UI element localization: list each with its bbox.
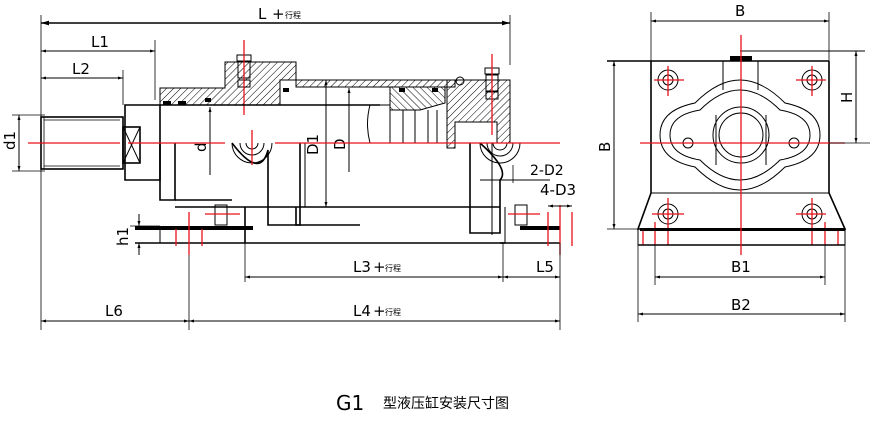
dim-L1-label: L1 bbox=[91, 33, 109, 51]
cylinder-barrel bbox=[160, 76, 500, 208]
dim-B-top: B bbox=[650, 2, 830, 62]
dim-2-D2: 2-D2 bbox=[480, 163, 564, 183]
rear-cap bbox=[446, 54, 511, 149]
dim-L6-label: L6 bbox=[105, 302, 123, 320]
dim-B1-label: B1 bbox=[731, 258, 751, 276]
dim-B-side: B bbox=[596, 61, 640, 230]
caption-model: G1 bbox=[336, 391, 364, 415]
dim-h1: h1 bbox=[114, 214, 160, 255]
dim-D1-label: D1 bbox=[304, 134, 322, 155]
end-view: B bbox=[596, 2, 870, 322]
dim-D-label: D bbox=[331, 138, 349, 150]
dim-L3-plus: + bbox=[373, 258, 386, 276]
dim-L4-plus: + bbox=[373, 302, 386, 320]
dim-L3-label: L3 bbox=[353, 258, 371, 276]
cylinder-head bbox=[159, 61, 297, 106]
dim-B2-label: B2 bbox=[731, 296, 751, 314]
side-view: L + 行程 L1 L2 d1 bbox=[1, 5, 576, 330]
dim-L5: L5 bbox=[503, 243, 561, 330]
dim-B-top-label: B bbox=[735, 2, 745, 20]
dim-H-label: H bbox=[838, 92, 856, 103]
dim-L6: L6 bbox=[41, 255, 190, 330]
dim-d1-label: d1 bbox=[1, 131, 19, 150]
dim-h1-label: h1 bbox=[114, 227, 132, 246]
dim-L4-label: L4 bbox=[353, 302, 371, 320]
dim-L: L + 行程 bbox=[40, 5, 511, 330]
dim-L2-label: L2 bbox=[72, 60, 90, 78]
port-bolt-left bbox=[236, 40, 252, 115]
dim-d1: d1 bbox=[1, 114, 45, 172]
dim-L1: L1 bbox=[41, 33, 156, 100]
dim-H: H bbox=[829, 51, 870, 144]
dim-4-D3-label: 4-D3 bbox=[540, 181, 576, 199]
dim-2-D2-label: 2-D2 bbox=[530, 163, 564, 179]
dim-B1: B1 bbox=[654, 245, 826, 285]
dim-d-label: d bbox=[192, 142, 210, 152]
drawing-caption: G1 型液压缸安装尺寸图 bbox=[336, 391, 509, 415]
dim-L3-stroke: 行程 bbox=[385, 263, 401, 273]
dim-D: D bbox=[331, 88, 351, 172]
mounting-base bbox=[135, 204, 573, 255]
dim-4-D3: 4-D3 bbox=[540, 181, 576, 208]
dim-B2: B2 bbox=[637, 245, 846, 322]
trunnion-front bbox=[231, 130, 273, 165]
dim-L3: L3 + 行程 bbox=[244, 243, 504, 282]
dim-L2: L2 bbox=[41, 60, 124, 105]
dim-L5-label: L5 bbox=[536, 258, 554, 276]
dim-B-side-label: B bbox=[596, 142, 614, 152]
dim-L4: L4 + 行程 bbox=[189, 302, 560, 323]
dim-L4-stroke: 行程 bbox=[385, 307, 401, 317]
caption-description: 型液压缸安装尺寸图 bbox=[383, 395, 509, 412]
dim-L-stroke: 行程 bbox=[285, 10, 301, 20]
dim-d: d bbox=[192, 107, 212, 175]
piston bbox=[367, 86, 446, 144]
dim-L-plus: + bbox=[272, 5, 285, 23]
cylinder-body-lower bbox=[159, 142, 504, 235]
corner-bolts bbox=[642, 66, 839, 245]
trunnion-rear bbox=[479, 142, 521, 164]
dim-L-label: L bbox=[258, 5, 267, 23]
